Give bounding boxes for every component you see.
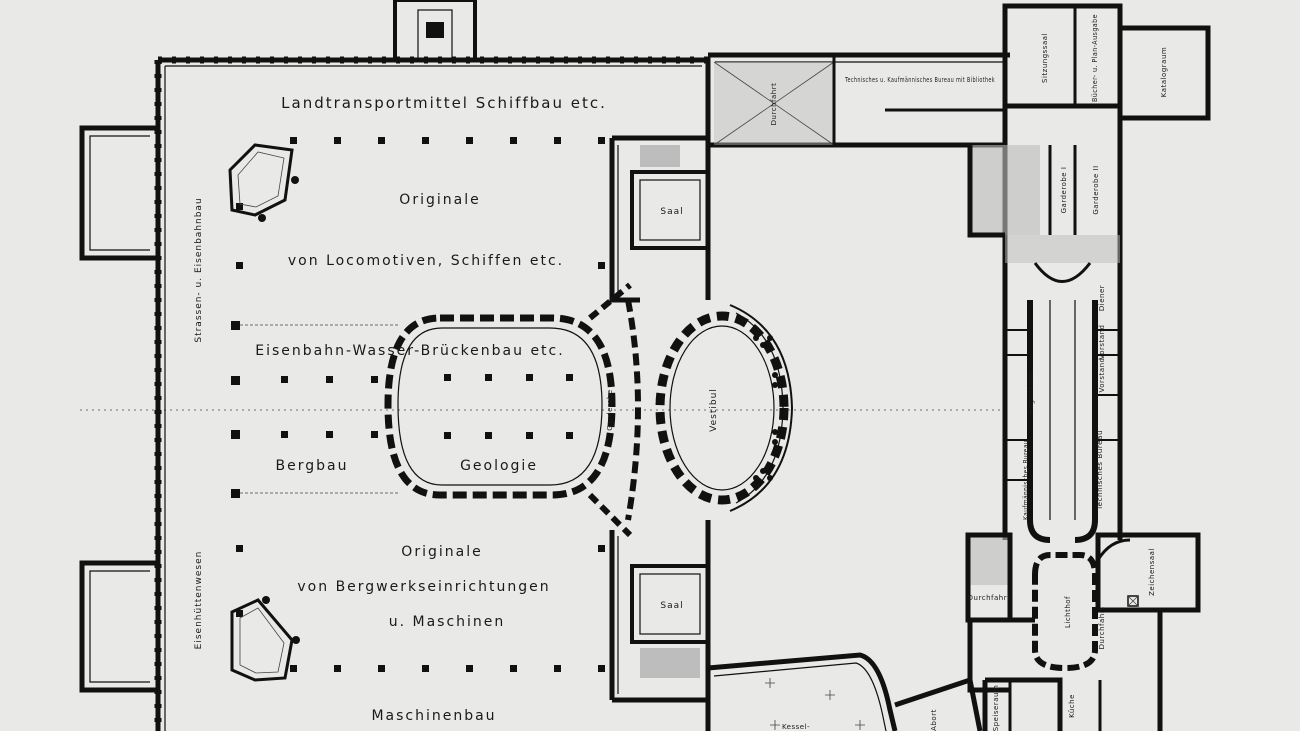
label-garderobe: Garderobe xyxy=(606,389,614,430)
label-maschinen: u. Maschinen xyxy=(389,614,506,630)
label-originale-2: Originale xyxy=(401,544,482,560)
label-garderobe-2: Garderobe II xyxy=(1092,165,1100,214)
label-landtransport: Landtransportmittel Schiffbau etc. xyxy=(281,94,607,112)
label-geologie: Geologie xyxy=(460,458,538,474)
label-zeichensaal: Zeichensaal xyxy=(1148,548,1156,596)
label-kaufm-bureau: Kaufmännisches Bureau xyxy=(1022,440,1030,520)
label-lichthof: Lichthof xyxy=(1064,596,1072,628)
label-diener: Diener xyxy=(1098,285,1106,311)
label-eisenbahn: Eisenbahn-Wasser-Brückenbau etc. xyxy=(255,343,564,359)
staircase-lower xyxy=(230,596,300,682)
label-kueche: Küche xyxy=(1068,694,1076,718)
label-durchfahrt: Durchfahrt xyxy=(770,83,778,126)
label-garderobe-1: Garderobe I xyxy=(1060,167,1068,214)
label-kessel: Kessel- xyxy=(782,723,810,731)
saal-rooms xyxy=(587,138,711,700)
label-locomotiven: von Locomotiven, Schiffen etc. xyxy=(288,253,564,269)
label-durchfahrt-2: Durchfahrt xyxy=(968,594,1011,602)
label-durchfahrt-3: Durchfahrt xyxy=(1098,607,1106,650)
label-buecher: Bücher- u. Plan-Ausgabe xyxy=(1091,14,1099,102)
vestibul xyxy=(655,304,794,512)
staircase-upper xyxy=(228,143,299,222)
admin-wing xyxy=(707,3,1211,731)
label-vorstand-2: Vorstand xyxy=(1098,358,1106,393)
central-hall-oval xyxy=(384,314,616,499)
label-maschinenbau: Maschinenbau xyxy=(371,708,496,724)
label-vorstand-1: Vorstand xyxy=(1098,325,1106,360)
label-speiseraum: Speiseraum xyxy=(992,685,1000,731)
label-sitzungssaal: Sitzungssaal xyxy=(1041,33,1049,83)
label-abort: Abort xyxy=(930,709,938,731)
main-exhibition-hall xyxy=(79,0,711,731)
room-labels: Landtransportmittel Schiffbau etc. Origi… xyxy=(194,14,1168,731)
label-saal-2: Saal xyxy=(660,601,683,611)
label-strassen: Strassen- u. Eisenbahnbau xyxy=(194,197,204,342)
label-bergwerk: von Bergwerkseinrichtungen xyxy=(297,579,550,595)
label-tech-bureau: Technisches Bureau xyxy=(1096,430,1104,511)
label-saal-1: Saal xyxy=(660,207,683,217)
label-katalograum: Katalograum xyxy=(1160,47,1168,97)
label-eisenhuetten: Eisenhüttenwesen xyxy=(194,551,204,650)
column-rows xyxy=(231,137,605,672)
label-registratur: Registratur xyxy=(1027,370,1035,414)
label-technisches-buero: Technisches u. Kaufmännisches Bureau mit… xyxy=(844,76,995,84)
label-originale-1: Originale xyxy=(399,192,480,208)
label-bergbau: Bergbau xyxy=(276,458,349,474)
label-vestibul: Vestibul xyxy=(709,388,719,432)
